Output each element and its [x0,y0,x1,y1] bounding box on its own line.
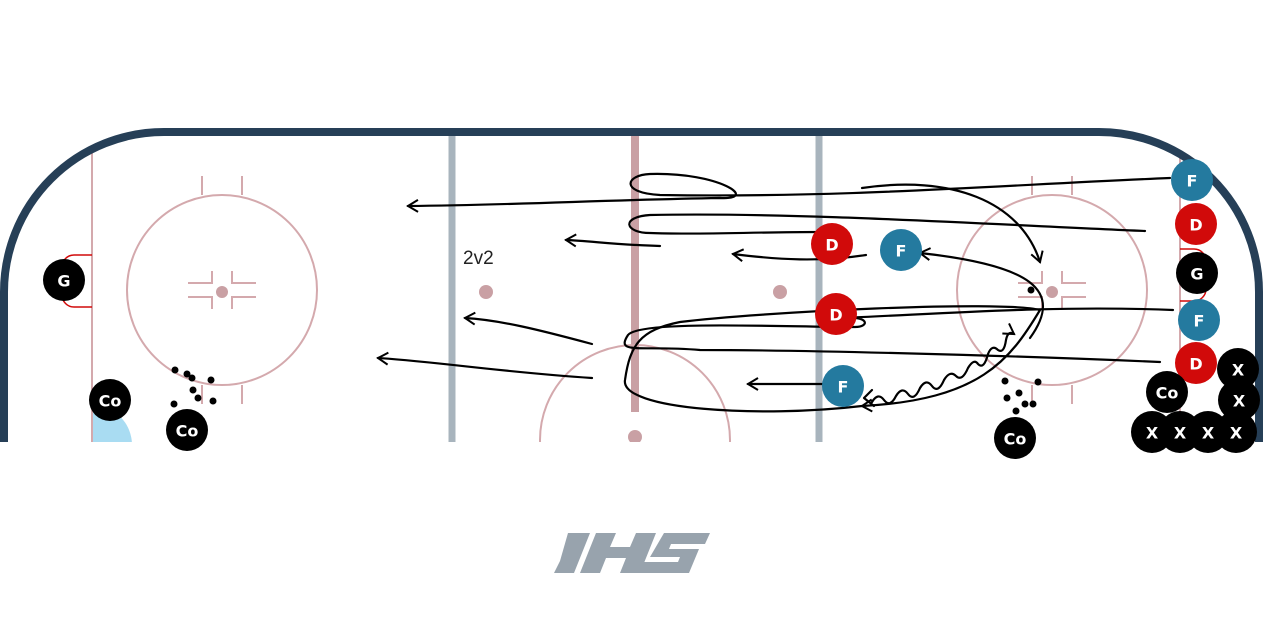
player-circle [811,223,853,265]
puck [1021,400,1029,408]
skate-path-arrow [465,309,1175,364]
skating-paths [376,172,1175,413]
puck [1015,389,1023,397]
right-faceoff-circle [956,194,1148,386]
skate-path-arrow [376,351,594,380]
puck [1034,378,1042,386]
player-token-co[interactable]: Co [89,379,131,421]
player-label: F [1194,312,1205,331]
neutral-dot-left [479,285,493,299]
player-token-d[interactable]: D [811,223,853,265]
puck [183,370,191,378]
player-label: F [1187,172,1198,191]
puck [189,386,197,394]
skate-path-arrow [860,183,1044,264]
player-circle [1131,411,1173,453]
player-token-co[interactable]: Co [994,417,1036,459]
player-token-g[interactable]: G [1176,252,1218,294]
puck [194,394,202,402]
player-label: F [896,242,907,261]
player-circle [822,365,864,407]
player-token-g[interactable]: G [43,259,85,301]
player-circle [1175,203,1217,245]
player-circle [43,259,85,301]
puck [1001,377,1009,385]
player-circle [166,409,208,451]
player-label: X [1233,392,1246,411]
skate-path-arrow [731,248,868,263]
player-label: G [1190,265,1203,284]
left-hash-marks [188,176,256,404]
player-token-f[interactable]: F [822,365,864,407]
center-dot [628,430,642,442]
puck [1003,394,1011,402]
player-label: X [1232,361,1245,380]
boards [0,128,1263,442]
player-label: G [57,272,70,291]
skate-path-arrow [623,305,1042,413]
puck [171,366,179,374]
player-token-co[interactable]: Co [166,409,208,451]
player-circle [1146,371,1188,413]
puck [209,397,217,405]
player-circle [880,229,922,271]
right-faceoff-dot [1046,286,1058,298]
player-circle [1176,252,1218,294]
pucks [170,286,1042,415]
player-token-x[interactable]: X [1217,348,1259,390]
player-token-x[interactable]: X [1218,379,1260,421]
skate-path-arrow [918,247,1045,340]
player-label: D [825,236,838,255]
left-faceoff-circle [126,194,318,386]
player-token-f[interactable]: F [1178,299,1220,341]
carry-puck-arrow [870,323,1016,405]
puck [188,374,196,382]
player-token-d[interactable]: D [1175,203,1217,245]
left-faceoff-dot [216,286,228,298]
puck [1027,286,1035,294]
player-token-co[interactable]: Co [1146,371,1188,413]
neutral-dot-right [773,285,787,299]
player-circle [815,293,857,335]
skate-path-arrow [406,172,1172,213]
player-circle [1178,299,1220,341]
player-token-d[interactable]: D [815,293,857,335]
player-label: Co [176,422,199,441]
player-token-f[interactable]: F [880,229,922,271]
drill-label: 2v2 [463,248,494,269]
player-label: X [1146,424,1159,443]
player-label: X [1202,424,1215,443]
player-label: X [1174,424,1187,443]
player-label: F [838,378,849,397]
player-label: D [1189,355,1202,374]
puck [207,376,215,384]
player-token-x[interactable]: X [1131,411,1173,453]
player-label: Co [99,392,122,411]
puck [170,400,178,408]
puck [1012,407,1020,415]
player-token-d[interactable]: D [1175,342,1217,384]
player-circle [1175,342,1217,384]
player-circle [994,417,1036,459]
player-circle [1218,379,1260,421]
ihs-logo [554,533,710,573]
player-label: X [1230,424,1243,443]
player-circle [1217,348,1259,390]
player-circle [1171,159,1213,201]
player-label: D [829,306,842,325]
player-label: D [1189,216,1202,235]
skate-path-arrow [566,213,1147,246]
player-label: Co [1156,384,1179,403]
player-token-f[interactable]: F [1171,159,1213,201]
puck [1029,400,1037,408]
pass-tick [862,388,876,408]
player-circle [89,379,131,421]
player-label: Co [1004,430,1027,449]
